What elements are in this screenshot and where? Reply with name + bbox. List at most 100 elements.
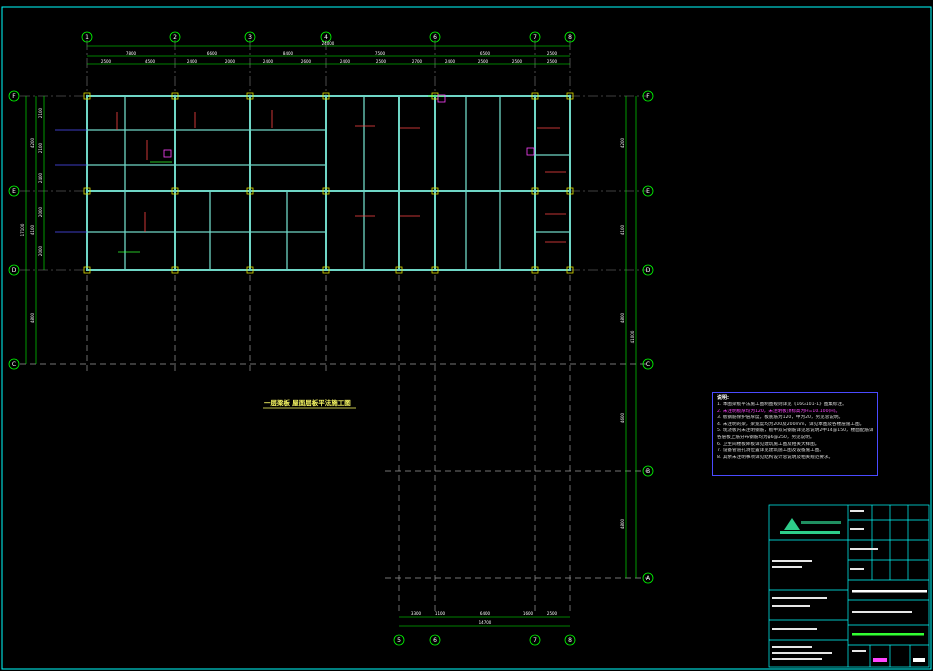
right-axis-labels: F E D C B A bbox=[646, 93, 651, 582]
right-dimension-text: 4200 4100 4800 4600 4800 41000 bbox=[620, 137, 635, 529]
axis-bubble-1 bbox=[81, 31, 93, 43]
span-dim: 6500 bbox=[480, 51, 491, 56]
axis-label: D bbox=[646, 267, 651, 274]
axis-label: C bbox=[12, 361, 16, 368]
right-dimension-lines bbox=[625, 96, 637, 578]
span-dim: 4800 bbox=[620, 312, 625, 323]
axis-label: 4 bbox=[324, 34, 328, 41]
span-dim: 1100 bbox=[435, 611, 446, 616]
axis-bubble-6 bbox=[429, 31, 441, 43]
axis-label: 7 bbox=[533, 34, 537, 41]
span-dim: 4600 bbox=[620, 412, 625, 423]
note-item: 3. 板钢筋保护层厚度，板底筋为120，中为20，另见总说明。 bbox=[717, 415, 844, 421]
axis-label: 2 bbox=[173, 34, 177, 41]
design-notes: 说明: 1. 本图梁板平法施工图制图规则详见《16G101-1》图集标注。 2.… bbox=[712, 392, 878, 476]
axis-label: 3 bbox=[248, 34, 252, 41]
span-dim: 7500 bbox=[375, 51, 386, 56]
grid-extension-lines bbox=[20, 275, 648, 612]
span-dim: 7800 bbox=[126, 51, 137, 56]
rebar-annotations bbox=[55, 94, 566, 253]
top-dimension-lines bbox=[87, 45, 570, 65]
note-item: 各层板上筋分布钢筋均为φ6@250，另见说明。 bbox=[717, 434, 815, 440]
span-dim: 1600 bbox=[523, 611, 534, 616]
span-dim: 4100 bbox=[30, 224, 35, 235]
note-item: 7. 设备管道孔洞位置详见建筑施工图及设备施工图。 bbox=[717, 448, 824, 454]
axis-bubble-B bbox=[642, 465, 654, 477]
axis-label: F bbox=[12, 93, 16, 100]
axis-bubble-4 bbox=[320, 31, 332, 43]
axis-bubble-8 bbox=[564, 31, 576, 43]
note-item: 2. 未注明板厚均为120，未注明板顶标高为H=10.100(H)。 bbox=[717, 408, 841, 414]
sub-dim: 2100 bbox=[38, 142, 43, 153]
top-axis-labels: 1 2 3 4 6 7 8 bbox=[85, 34, 572, 41]
axis-bubble-F bbox=[642, 90, 654, 102]
sub-dim: 2400 bbox=[340, 59, 351, 64]
axis-bubble-7 bbox=[529, 634, 541, 646]
sub-dim: 2000 bbox=[38, 206, 43, 217]
span-dim: 4200 bbox=[620, 137, 625, 148]
axis-label: 5 bbox=[397, 637, 401, 644]
overall-dim: 14700 bbox=[479, 620, 492, 625]
axis-label: 8 bbox=[568, 637, 572, 644]
axis-label: 8 bbox=[568, 34, 572, 41]
sub-dim: 2000 bbox=[38, 245, 43, 256]
axis-label: E bbox=[12, 188, 16, 195]
axis-label: F bbox=[646, 93, 650, 100]
sub-dim: 4500 bbox=[145, 59, 156, 64]
span-dim: 4100 bbox=[620, 224, 625, 235]
axis-label: 6 bbox=[433, 34, 437, 41]
axis-label: A bbox=[646, 575, 651, 582]
span-dim: 2500 bbox=[547, 51, 558, 56]
sub-dim: 2400 bbox=[38, 172, 43, 183]
span-dim: 3300 bbox=[411, 611, 422, 616]
axis-bubble-D bbox=[642, 264, 654, 276]
note-item: 1. 本图梁板平法施工图制图规则详见《16G101-1》图集标注。 bbox=[717, 402, 847, 407]
note-item: 5. 现浇板内未注明钢筋，板中双向钢筋详见总说明2中14@150，楼面配筋详见说… bbox=[717, 428, 873, 434]
beam-layout bbox=[86, 95, 571, 271]
title-block-text-bars bbox=[772, 510, 927, 662]
axis-label: 1 bbox=[85, 34, 89, 41]
sub-dim: 2500 bbox=[101, 59, 112, 64]
bottom-axis-bubbles bbox=[393, 634, 576, 646]
bottom-dimension-lines bbox=[399, 616, 570, 627]
axis-bubble-5 bbox=[393, 634, 405, 646]
bottom-dimension-text: 3300 1100 6400 1600 2500 14700 bbox=[411, 611, 558, 625]
axis-bubble-D bbox=[8, 264, 20, 276]
span-dim: 6600 bbox=[207, 51, 218, 56]
axis-label: E bbox=[646, 188, 650, 195]
axis-bubble-3 bbox=[244, 31, 256, 43]
axis-label: D bbox=[12, 267, 17, 274]
top-axis-bubbles bbox=[81, 31, 576, 43]
right-axis-bubbles bbox=[642, 90, 654, 584]
axis-bubble-C bbox=[8, 358, 20, 370]
axis-label: C bbox=[646, 361, 650, 368]
axis-label: 7 bbox=[533, 637, 537, 644]
note-item: 8. 其余未注明事项详见结构设计总说明及相关规范要求。 bbox=[717, 454, 834, 460]
span-dim: 4200 bbox=[30, 137, 35, 148]
sub-dim: 2500 bbox=[512, 59, 523, 64]
overall-dim: 17100 bbox=[20, 223, 25, 236]
left-dimension-text: 4200 4100 4800 17100 2100 2100 2400 2000… bbox=[20, 107, 43, 323]
axis-bubble-C bbox=[642, 358, 654, 370]
company-logo bbox=[780, 518, 841, 534]
overall-dim: 24000 bbox=[322, 41, 335, 46]
top-dimension-text: 24000 7800 6600 8400 7500 6500 2500 2500… bbox=[101, 41, 558, 64]
span-dim: 4800 bbox=[30, 312, 35, 323]
axis-bubble-6 bbox=[429, 634, 441, 646]
sub-dim: 2500 bbox=[376, 59, 387, 64]
left-dimension-lines bbox=[25, 96, 45, 364]
axis-label: B bbox=[646, 468, 650, 475]
axis-label: 6 bbox=[433, 637, 437, 644]
sub-dim: 2700 bbox=[412, 59, 423, 64]
sub-dim: 2100 bbox=[38, 107, 43, 118]
left-axis-bubbles bbox=[8, 90, 20, 370]
sub-dim: 2500 bbox=[478, 59, 489, 64]
sub-dim: 2600 bbox=[301, 59, 312, 64]
axis-lines bbox=[20, 40, 648, 271]
axis-bubble-7 bbox=[529, 31, 541, 43]
sub-dim: 2400 bbox=[187, 59, 198, 64]
span-dim: 2500 bbox=[547, 611, 558, 616]
span-dim: 4800 bbox=[620, 518, 625, 529]
axis-bubble-F bbox=[8, 90, 20, 102]
